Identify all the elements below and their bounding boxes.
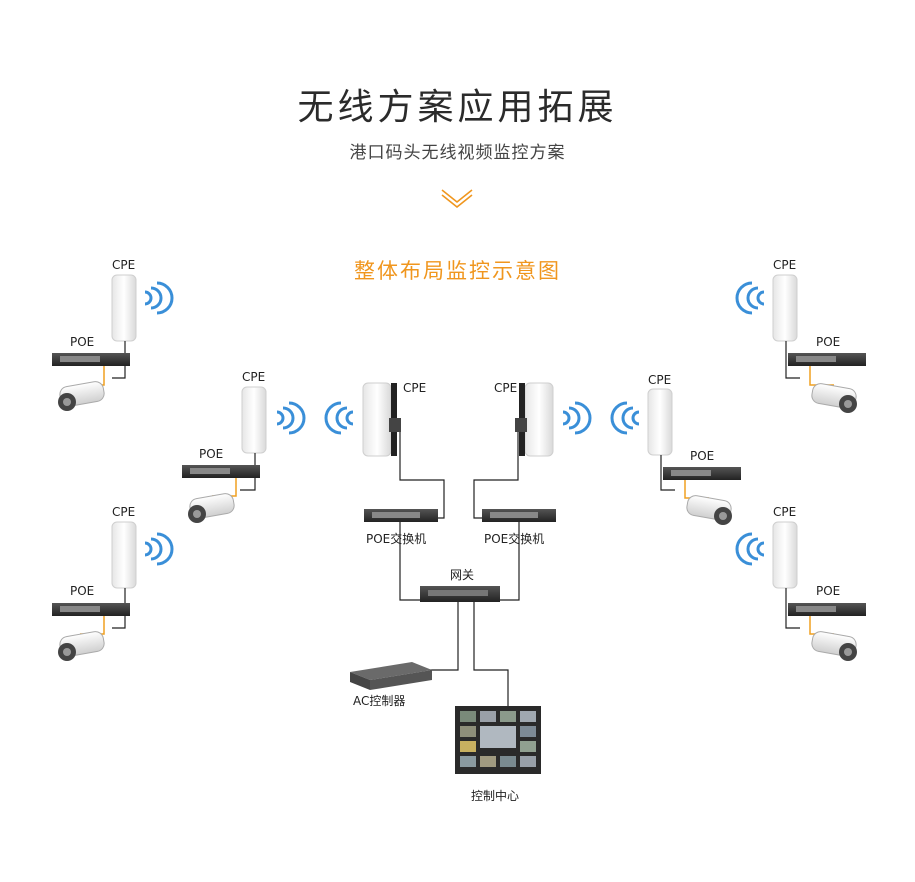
central-right-link — [473, 382, 592, 522]
poe-switch-device — [788, 353, 866, 366]
poe-switch-device — [663, 467, 741, 480]
poe-switch-device — [482, 509, 556, 522]
cpe-label: CPE — [773, 258, 797, 272]
video-wall — [455, 706, 541, 774]
station-right-bottom — [735, 521, 866, 661]
cpe-device — [241, 386, 267, 454]
station-right-middle — [610, 388, 741, 525]
cpe-device — [524, 382, 554, 457]
central-left-link — [324, 382, 445, 522]
poe-switch-device — [52, 353, 130, 366]
cpe-device — [772, 274, 798, 342]
chevron-down-icon — [441, 189, 473, 208]
camera-icon — [811, 631, 857, 661]
camera-icon — [58, 631, 105, 661]
cable — [399, 522, 420, 601]
cable — [430, 602, 459, 671]
poe-switch-device — [364, 509, 438, 522]
poe-label: POE — [816, 584, 841, 598]
ac-controller-label: AC控制器 — [353, 694, 406, 708]
page-title: 无线方案应用拓展 — [297, 87, 618, 128]
page-subtitle: 港口码头无线视频监控方案 — [349, 143, 566, 163]
ac-controller-device — [350, 662, 432, 690]
poe-switch-label: POE交换机 — [366, 532, 427, 546]
cable — [500, 522, 520, 601]
gateway-device — [420, 586, 500, 602]
cable — [112, 588, 126, 629]
camera-icon — [188, 493, 235, 523]
camera-icon — [58, 381, 105, 411]
wifi-signal-icon — [144, 532, 174, 566]
control-center-label: 控制中心 — [471, 789, 520, 803]
cable — [473, 602, 509, 706]
cable — [785, 341, 800, 379]
cpe-device — [111, 521, 137, 589]
cpe-device — [362, 382, 392, 457]
gateway-label: 网关 — [450, 568, 475, 582]
wifi-signal-icon — [276, 401, 306, 435]
station-left-top — [52, 274, 174, 411]
cable — [399, 432, 445, 519]
cpe-label: CPE — [112, 505, 136, 519]
poe-label: POE — [70, 335, 95, 349]
poe-label: POE — [70, 584, 95, 598]
wifi-signal-icon — [144, 281, 174, 315]
cable — [660, 455, 675, 491]
section-title: 整体布局监控示意图 — [354, 259, 561, 283]
poe-label: POE — [199, 447, 224, 461]
station-left-bottom — [52, 521, 174, 661]
cable — [785, 588, 800, 629]
camera-icon — [686, 495, 732, 525]
cpe-label: CPE — [648, 373, 672, 387]
wifi-signal-icon — [610, 401, 640, 435]
poe-label: POE — [690, 449, 715, 463]
cable — [473, 432, 519, 519]
station-right-top — [735, 274, 866, 413]
poe-switch-label: POE交换机 — [484, 532, 545, 546]
cpe-label: CPE — [112, 258, 136, 272]
poe-label: POE — [816, 335, 841, 349]
camera-icon — [811, 383, 857, 413]
station-left-middle — [182, 386, 306, 523]
wifi-signal-icon — [735, 281, 765, 315]
cpe-label: CPE — [242, 370, 266, 384]
cpe-label: CPE — [773, 505, 797, 519]
poe-switch-device — [52, 603, 130, 616]
wifi-signal-icon — [735, 532, 765, 566]
cpe-label: CPE — [494, 381, 518, 395]
cpe-device — [772, 521, 798, 589]
cpe-device — [111, 274, 137, 342]
cpe-label: CPE — [403, 381, 427, 395]
poe-switch-device — [182, 465, 260, 478]
cpe-device — [647, 388, 673, 456]
cable — [809, 366, 834, 386]
wifi-signal-icon — [562, 401, 592, 435]
wifi-signal-icon — [324, 401, 354, 435]
poe-switch-device — [788, 603, 866, 616]
cable — [80, 616, 105, 635]
